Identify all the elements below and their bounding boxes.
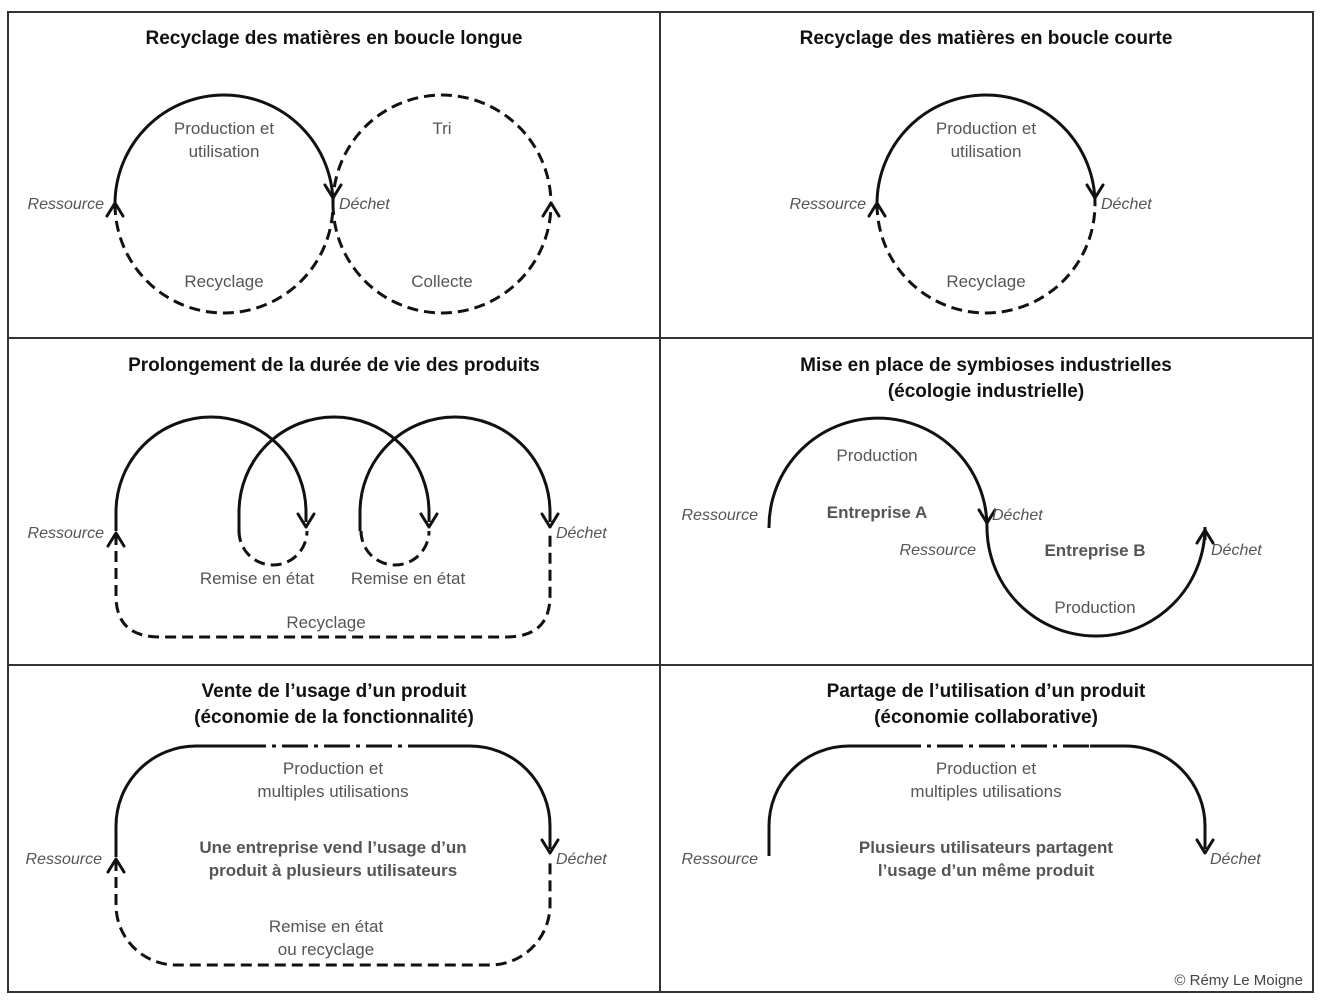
arrowhead-down <box>977 508 997 525</box>
entreprise-a-label: Entreprise A <box>827 503 927 522</box>
arrowhead-down <box>540 838 560 855</box>
arrowhead-up <box>1195 528 1215 545</box>
panel-boucle-longue: Recyclage des matières en boucle longue … <box>28 28 561 315</box>
recyclage-label: Recyclage <box>184 272 263 291</box>
panel-symbioses: Mise en place de symbioses industrielles… <box>682 355 1262 638</box>
panel-prolongement: Prolongement de la durée de vie des prod… <box>28 355 607 639</box>
ressource-label: Ressource <box>28 525 105 542</box>
remise-path <box>114 860 552 967</box>
production-label-line1: Production et <box>936 759 1036 778</box>
tri-label: Tri <box>432 119 451 138</box>
panel-title: Recyclage des matières en boucle courte <box>800 28 1173 49</box>
production-a-label: Production <box>836 446 917 465</box>
ressource-label: Ressource <box>28 196 105 213</box>
loop-arc-2 <box>237 415 431 531</box>
arrowhead-up <box>105 201 125 218</box>
production-left-path <box>114 744 240 857</box>
entreprise-a-arc <box>767 416 989 531</box>
panel-boucle-courte: Recyclage des matières en boucle courte … <box>790 28 1173 315</box>
production-label-line1: Production et <box>936 119 1036 138</box>
production-label-line2: multiples utilisations <box>910 782 1061 801</box>
panel-title: Recyclage des matières en boucle longue <box>146 28 523 49</box>
remise-loop-1 <box>237 530 309 567</box>
description-line1: Une entreprise vend l’usage d’un <box>199 838 466 857</box>
entreprise-b-arc <box>985 526 1207 638</box>
ressource-label: Ressource <box>682 851 759 868</box>
arrowhead-up <box>541 201 561 218</box>
production-right-path <box>430 744 552 849</box>
ressource-label: Ressource <box>790 196 867 213</box>
remise-label-1: Remise en état <box>200 569 315 588</box>
panel-title-line2: (écologie industrielle) <box>888 381 1084 402</box>
production-arc <box>113 93 335 205</box>
arrowhead-down <box>419 512 439 529</box>
arrowhead-down <box>540 512 560 529</box>
dechet-b-label: Déchet <box>1211 542 1262 559</box>
arrowhead-down <box>296 512 316 529</box>
collecte-label: Collecte <box>411 272 472 291</box>
remise-label-line2: ou recyclage <box>278 940 374 959</box>
collecte-arc <box>331 203 553 315</box>
production-left-path <box>767 744 895 856</box>
recyclage-label: Recyclage <box>286 613 365 632</box>
arrowhead-down <box>323 183 343 200</box>
panel-title-line2: (économie de la fonctionnalité) <box>194 707 474 728</box>
recyclage-arc <box>875 203 1097 315</box>
tri-arc <box>331 93 553 205</box>
panel-fonctionnalite: Vente de l’usage d’un produit (économie … <box>26 681 607 967</box>
production-label-line1: Production et <box>174 119 274 138</box>
production-right-path <box>1090 744 1207 849</box>
production-label-line2: utilisation <box>189 142 260 161</box>
arrowhead-up <box>106 531 126 548</box>
remise-label-line1: Remise en état <box>269 917 384 936</box>
production-label-line2: multiples utilisations <box>257 782 408 801</box>
arrowhead-down <box>1085 183 1105 200</box>
description-line2: l’usage d’un même produit <box>878 861 1095 880</box>
arrowhead-up <box>867 201 887 218</box>
dechet-label: Déchet <box>556 851 607 868</box>
panel-title: Prolongement de la durée de vie des prod… <box>128 355 540 376</box>
production-arc <box>875 93 1097 205</box>
production-label-line2: utilisation <box>951 142 1022 161</box>
description-line1: Plusieurs utilisateurs partagent <box>859 838 1113 857</box>
dechet-label: Déchet <box>339 196 390 213</box>
remise-loop-2 <box>359 530 431 567</box>
ressource-b-label: Ressource <box>900 542 977 559</box>
arrowhead-up <box>106 857 126 874</box>
panel-grid <box>7 11 1314 993</box>
loop-arc-1 <box>114 415 308 531</box>
panel-title-line1: Mise en place de symbioses industrielles <box>800 355 1172 376</box>
panel-title-line2: (économie collaborative) <box>874 707 1098 728</box>
dechet-label: Déchet <box>1101 196 1152 213</box>
dechet-label: Déchet <box>556 525 607 542</box>
remise-label-2: Remise en état <box>351 569 466 588</box>
recyclage-arc <box>113 203 335 315</box>
description-line2: produit à plusieurs utilisateurs <box>209 861 457 880</box>
entreprise-b-label: Entreprise B <box>1044 541 1145 560</box>
panel-title-line1: Vente de l’usage d’un produit <box>202 681 468 702</box>
dechet-label: Déchet <box>1210 851 1261 868</box>
copyright-notice: © Rémy Le Moigne <box>1174 972 1303 989</box>
arrowhead-down <box>1195 838 1215 855</box>
panel-title-line1: Partage de l’utilisation d’un produit <box>827 681 1146 702</box>
ressource-a-label: Ressource <box>682 507 759 524</box>
ressource-label: Ressource <box>26 851 103 868</box>
recyclage-path <box>114 534 552 639</box>
panel-collaborative: Partage de l’utilisation d’un produit (é… <box>682 681 1262 880</box>
recyclage-label: Recyclage <box>946 272 1025 291</box>
production-b-label: Production <box>1054 598 1135 617</box>
production-label-line1: Production et <box>283 759 383 778</box>
dechet-a-label: Déchet <box>992 507 1043 524</box>
loop-arc-3 <box>358 415 552 531</box>
